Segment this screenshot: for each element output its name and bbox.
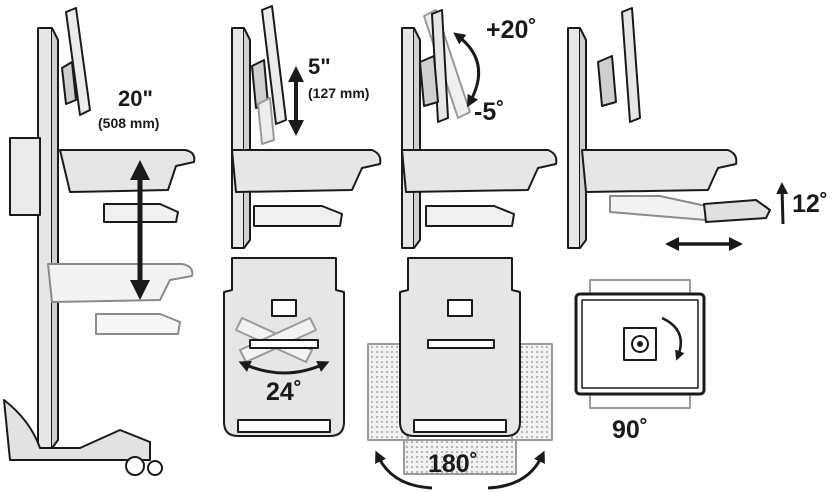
worksurface-lowered	[47, 263, 194, 303]
keyboard-tilt-panel	[567, 7, 789, 251]
worksurface	[581, 149, 738, 193]
monitor-swivel-panel	[223, 257, 345, 437]
monitor-profile	[261, 5, 287, 125]
keyboard-tray	[703, 199, 771, 223]
monitor-height-metric-label: (127 mm)	[308, 85, 370, 101]
tilt-down-label: -5˚	[474, 98, 505, 126]
cart-mast	[37, 27, 53, 449]
cart-height-panel	[3, 7, 196, 476]
tilt-arrow	[453, 32, 481, 108]
tilt-up-label: +20˚	[486, 16, 537, 44]
keyboard-tray	[253, 205, 343, 227]
caster-wheel	[125, 456, 145, 476]
height-metric-label: (508 mm)	[98, 115, 160, 131]
rotate-label: 180˚	[428, 450, 479, 478]
height-label: 20"	[118, 86, 153, 111]
monitor-tilt-panel	[401, 9, 558, 249]
monitor-height-panel	[231, 5, 382, 249]
keyboard-tilt-label: 12˚	[792, 190, 829, 218]
keyboard-tilt-arrow	[776, 182, 789, 225]
rotate-arrow-right	[487, 450, 545, 490]
monitor-mount	[271, 299, 297, 317]
swivel-label: 24˚	[266, 378, 303, 406]
swivel-arrow	[238, 360, 330, 375]
worksurface-raised	[59, 149, 196, 193]
worksurface	[231, 149, 382, 193]
rotation-arrow	[661, 316, 685, 361]
keyboard-tray-lowered	[95, 313, 181, 335]
worksurface	[401, 149, 558, 193]
cart-rotation-panel	[367, 257, 553, 490]
monitor-mount	[447, 299, 473, 317]
rotate-arrow-left	[375, 450, 433, 490]
cart-base	[9, 137, 41, 216]
monitor-profile	[65, 7, 91, 116]
monitor-rotation-panel	[574, 279, 706, 409]
base-bottom	[403, 439, 517, 475]
monitor-height-label: 5"	[308, 54, 331, 79]
keyboard-tray	[425, 205, 515, 227]
monitor-profile	[621, 7, 641, 123]
monitor-rotate-label: 90˚	[612, 416, 649, 444]
